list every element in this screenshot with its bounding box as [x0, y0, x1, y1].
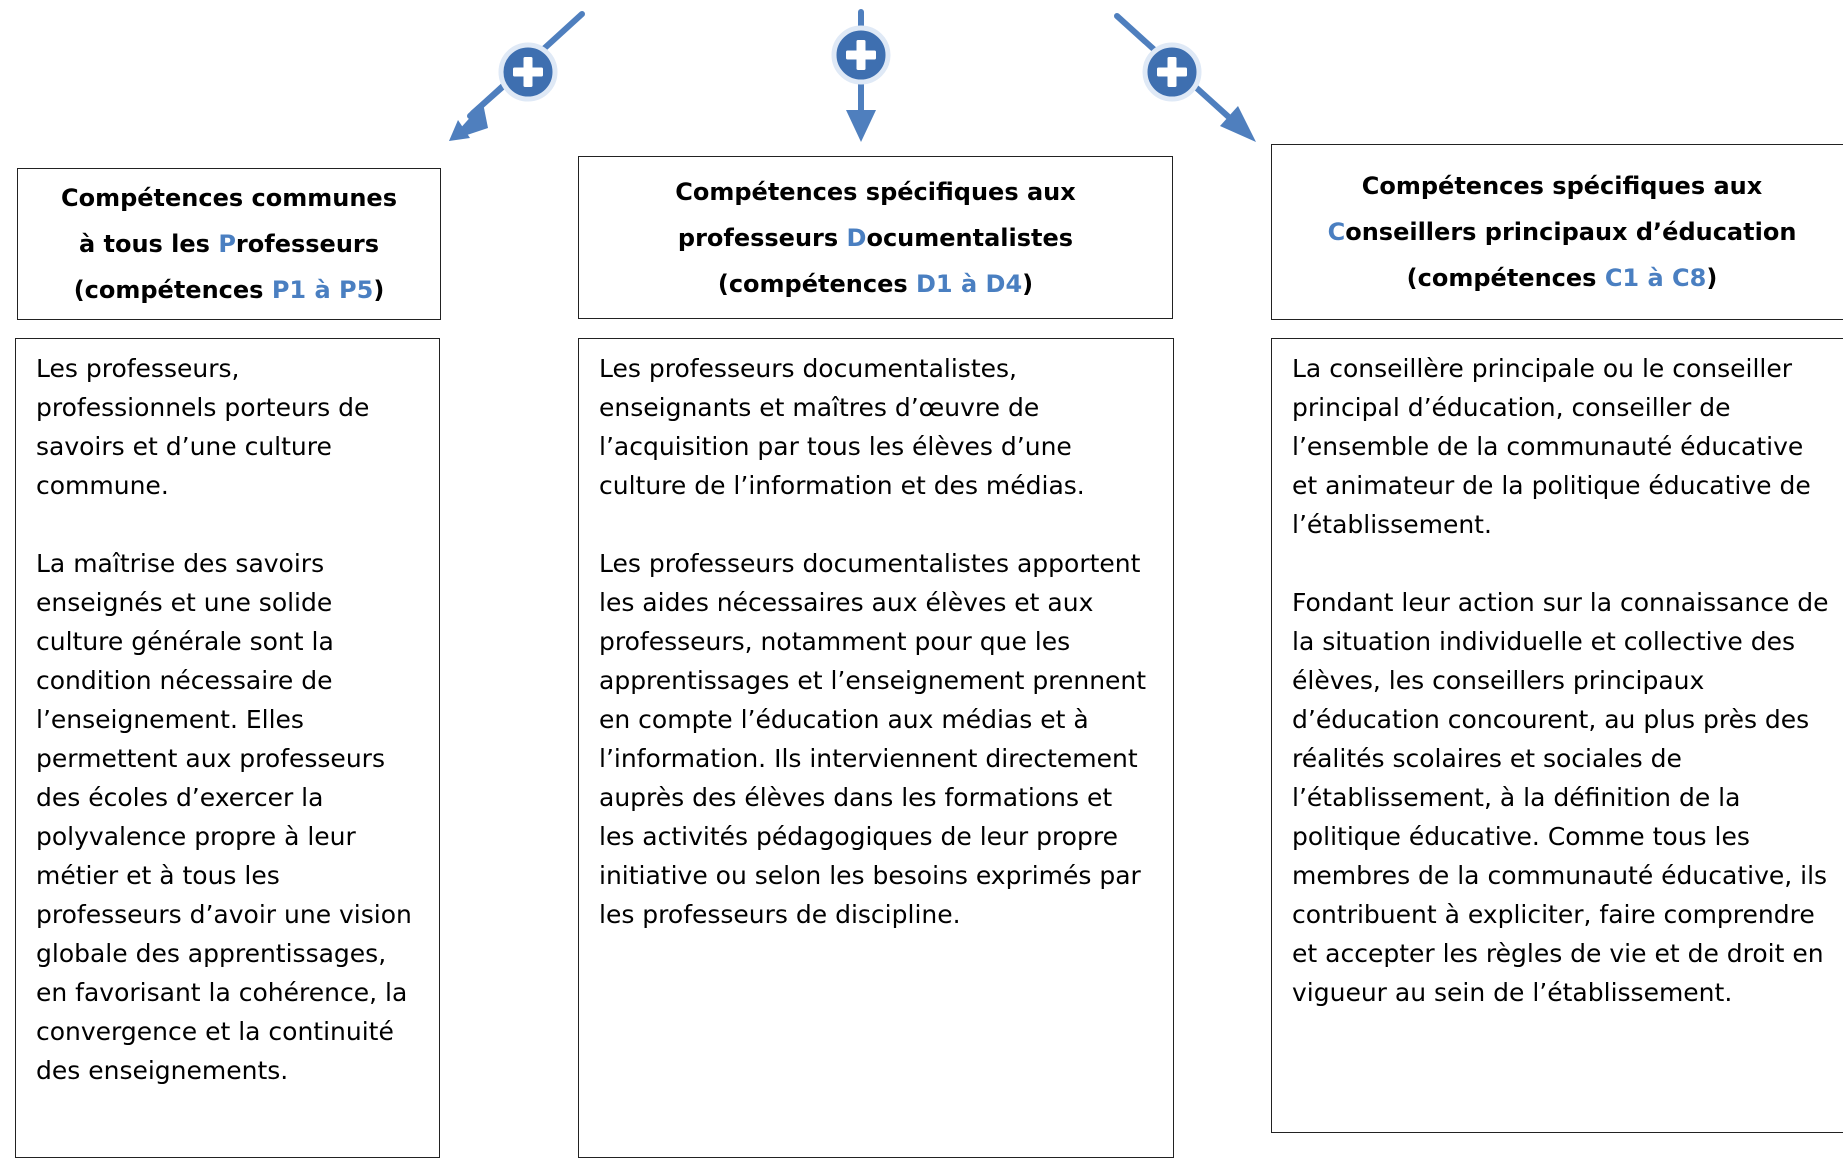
title-box-documentalistes: Compétences spécifiques aux professeurs …	[578, 156, 1173, 319]
paragraph: Les professeurs documentalistes, enseign…	[599, 354, 1085, 500]
title-competence-range: D1 à D4	[916, 269, 1023, 298]
plus-circle-icon	[834, 28, 888, 82]
plus-circle-icon	[1145, 45, 1199, 99]
title-line-3-start: (compétences	[1406, 264, 1605, 292]
title-box-professeurs: Compétences communes à tous les Professe…	[17, 168, 441, 320]
plus-circle-icon	[501, 45, 555, 99]
paragraph: Les professeurs documentalistes apporten…	[599, 549, 1147, 929]
arrows-layer	[449, 9, 1256, 142]
title-line-2-start: professeurs	[677, 223, 847, 252]
paragraph: Fondant leur action sur la connaissance …	[1292, 588, 1829, 1007]
title-line-1: Compétences communes	[60, 184, 397, 212]
title-initial: C	[1327, 218, 1346, 246]
title-line-3-end: )	[1022, 269, 1034, 298]
title-line-3-end: )	[1706, 264, 1718, 292]
title-line-3-start: (compétences	[717, 269, 916, 298]
paragraph: La conseillère principale ou le conseill…	[1292, 354, 1811, 539]
title-line-2-end: onseillers principaux d’éducation	[1345, 218, 1797, 246]
title-line-1: Compétences spécifiques aux	[1361, 172, 1763, 200]
text-box-cpe: La conseillère principale ou le conseill…	[1271, 338, 1843, 1133]
title-line-3-start: (compétences	[73, 276, 272, 304]
title-line-2-start: à tous les	[78, 230, 219, 258]
paragraph: La maîtrise des savoirs enseignés et une…	[36, 549, 412, 1085]
title-competence-range: C1 à C8	[1604, 264, 1707, 292]
text-box-documentalistes: Les professeurs documentalistes, enseign…	[578, 338, 1174, 1158]
title-box-cpe: Compétences spécifiques aux Conseillers …	[1271, 144, 1843, 320]
title-line-2-end: ocumentalistes	[866, 223, 1074, 252]
title-line-1: Compétences spécifiques aux	[675, 177, 1076, 206]
title-competence-range: P1 à P5	[271, 276, 374, 304]
title-line-2-end: rofesseurs	[235, 230, 380, 258]
paragraph: Les professeurs, professionnels porteurs…	[36, 354, 370, 500]
title-initial: D	[846, 223, 867, 252]
text-box-professeurs: Les professeurs, professionnels porteurs…	[15, 338, 440, 1158]
title-initial: P	[218, 230, 236, 258]
title-line-3-end: )	[373, 276, 385, 304]
